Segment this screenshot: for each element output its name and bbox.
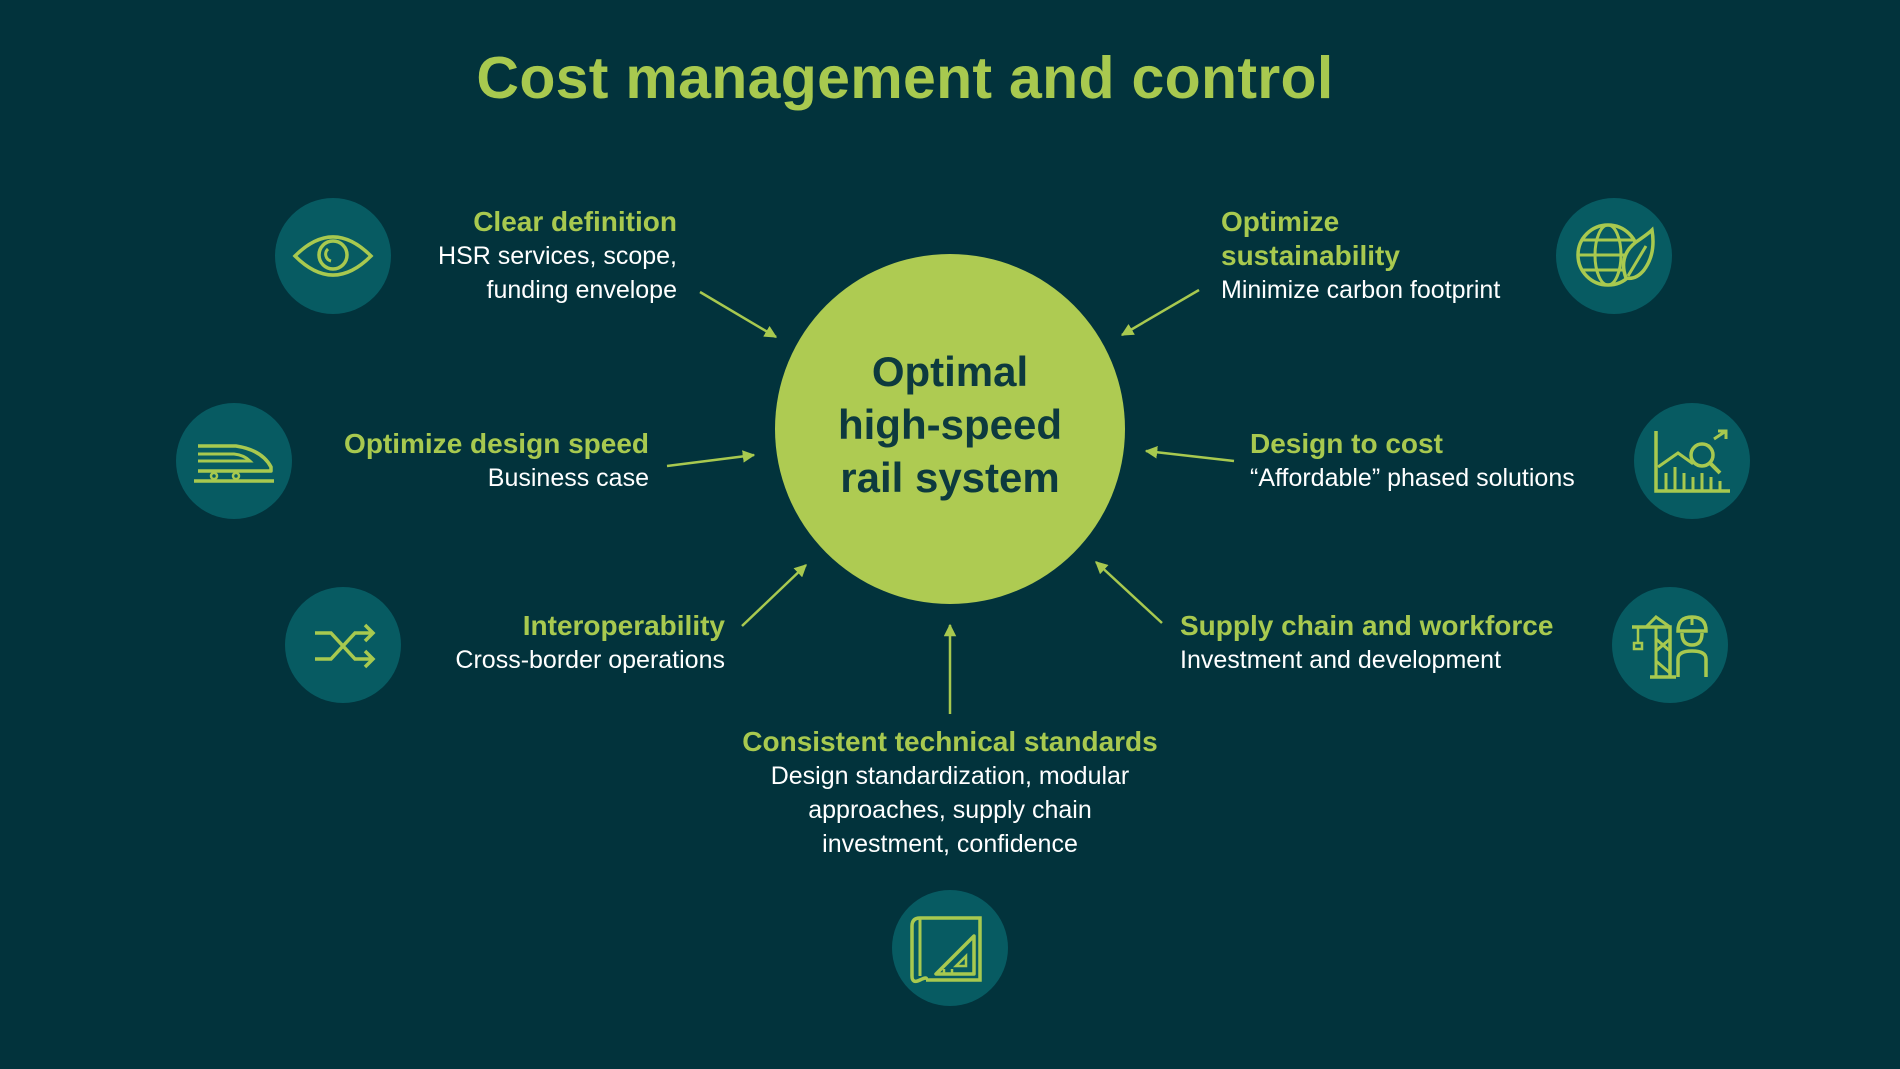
center-circle [775,254,1125,604]
technical-standards-line-2: approaches, supply chain [808,796,1092,824]
design-to-cost-line-1: “Affordable” phased solutions [1250,464,1575,492]
item-clear-definition: Clear definition HSR services, scope, fu… [438,205,677,307]
sustainability-heading-line-1: Optimize [1221,206,1340,237]
interoperability-heading: Interoperability [522,610,725,641]
clear-definition-line-1: HSR services, scope, [438,242,677,270]
arrow-sustainability [1120,288,1200,337]
clear-definition-line-2: funding envelope [486,276,677,304]
item-supply-chain: Supply chain and workforce Investment an… [1180,609,1553,677]
arrow-interoperability [741,564,807,627]
crane-worker-icon [1612,587,1728,703]
technical-standards-line-1: Design standardization, modular [770,762,1130,790]
globe-leaf-icon [1556,198,1672,314]
item-design-to-cost: Design to cost “Affordable” phased solut… [1250,427,1575,495]
arrow-supply-chain [1095,561,1163,624]
center-label: Optimal high-speed rail system [775,345,1125,504]
center-line-3: rail system [840,454,1060,501]
train-icon [176,403,292,519]
center-line-2: high-speed [837,401,1062,448]
arrow-clear-definition [699,290,778,339]
shuffle-icon [285,587,401,703]
clear-definition-heading: Clear definition [473,206,677,237]
technical-standards-heading: Consistent technical standards [742,726,1158,757]
item-technical-standards: Consistent technical standards Design st… [650,725,1250,861]
chart-magnifier-icon [1634,403,1750,519]
page-title: Cost management and control [476,45,1334,111]
design-speed-heading: Optimize design speed [344,428,649,459]
eye-icon [275,198,391,314]
supply-chain-heading: Supply chain and workforce [1180,610,1554,641]
sustainability-heading-line-2: sustainability [1221,240,1400,271]
supply-chain-line-1: Investment and development [1180,646,1502,674]
item-sustainability: Optimize sustainability Minimize carbon … [1221,205,1500,307]
design-speed-line-1: Business case [487,464,649,492]
center-line-1: Optimal [871,348,1029,395]
arrow-design-speed [666,450,756,468]
design-to-cost-heading: Design to cost [1250,428,1443,459]
blueprint-icon [892,890,1008,1006]
interoperability-line-1: Cross-border operations [455,646,725,674]
technical-standards-line-3: investment, confidence [822,830,1078,858]
sustainability-line-1: Minimize carbon footprint [1221,276,1501,304]
item-interoperability: Interoperability Cross-border operations [455,609,725,677]
arrow-design-to-cost [1144,446,1235,463]
item-design-speed: Optimize design speed Business case [344,427,649,495]
